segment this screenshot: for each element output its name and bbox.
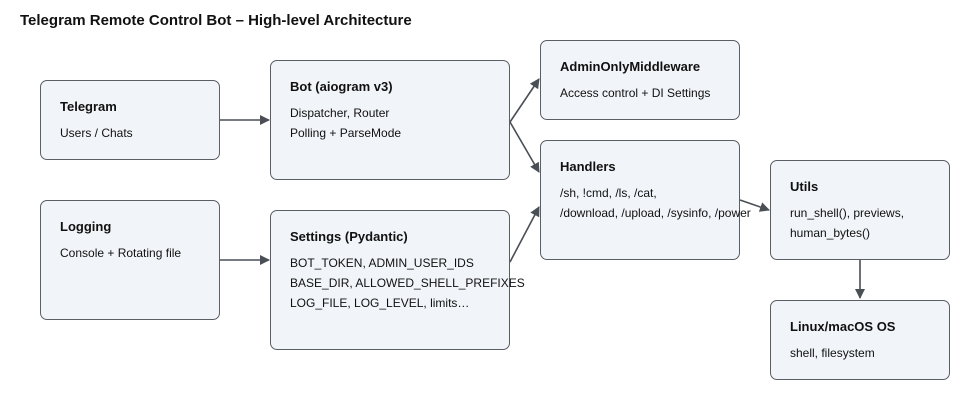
edge-bot-to-handlers bbox=[509, 121, 540, 173]
node-utils-line: run_shell(), previews, bbox=[790, 206, 905, 220]
node-telegram-line: Users / Chats bbox=[60, 126, 133, 140]
edge-handlers-to-utils bbox=[739, 199, 770, 212]
node-telegram: Telegram Users / Chats bbox=[40, 80, 220, 160]
node-handlers-line: /download, /upload, /sysinfo, /power bbox=[560, 206, 751, 220]
diagram-title: Telegram Remote Control Bot – High-level… bbox=[20, 12, 412, 29]
node-admin-only-middleware: AdminOnlyMiddleware Access control + DI … bbox=[540, 40, 740, 120]
node-logging: Logging Console + Rotating file bbox=[40, 200, 220, 320]
node-utils-title: Utils bbox=[790, 179, 819, 194]
node-telegram-title: Telegram bbox=[60, 99, 117, 114]
node-handlers-title: Handlers bbox=[560, 159, 616, 174]
edge-settings-to-handlers bbox=[509, 206, 540, 263]
node-admin-title: AdminOnlyMiddleware bbox=[560, 59, 701, 74]
node-logging-title: Logging bbox=[60, 219, 112, 234]
node-settings-line: LOG_FILE, LOG_LEVEL, limits… bbox=[290, 296, 470, 310]
node-admin-line: Access control + DI Settings bbox=[560, 86, 711, 100]
node-settings-line: BOT_TOKEN, ADMIN_USER_IDS bbox=[290, 256, 474, 270]
node-bot-line: Polling + ParseMode bbox=[290, 126, 402, 140]
edge-bot-to-admin bbox=[509, 78, 540, 123]
node-utils-line: human_bytes() bbox=[790, 226, 871, 240]
node-utils: Utils run_shell(), previews, human_bytes… bbox=[770, 160, 950, 260]
node-settings-title: Settings (Pydantic) bbox=[290, 229, 408, 244]
node-settings: Settings (Pydantic) BOT_TOKEN, ADMIN_USE… bbox=[270, 210, 525, 350]
node-linux-macos-os: Linux/macOS OS shell, filesystem bbox=[770, 300, 950, 380]
node-handlers-line: /sh, !cmd, /ls, /cat, bbox=[560, 186, 657, 200]
node-bot-line: Dispatcher, Router bbox=[290, 106, 390, 120]
node-bot: Bot (aiogram v3) Dispatcher, Router Poll… bbox=[270, 60, 510, 180]
node-handlers: Handlers /sh, !cmd, /ls, /cat, /download… bbox=[540, 140, 751, 260]
node-logging-line: Console + Rotating file bbox=[60, 246, 182, 260]
node-bot-title: Bot (aiogram v3) bbox=[290, 79, 393, 94]
node-settings-line: BASE_DIR, ALLOWED_SHELL_PREFIXES bbox=[290, 276, 525, 290]
node-os-title: Linux/macOS OS bbox=[790, 319, 896, 334]
node-os-line: shell, filesystem bbox=[790, 346, 875, 360]
